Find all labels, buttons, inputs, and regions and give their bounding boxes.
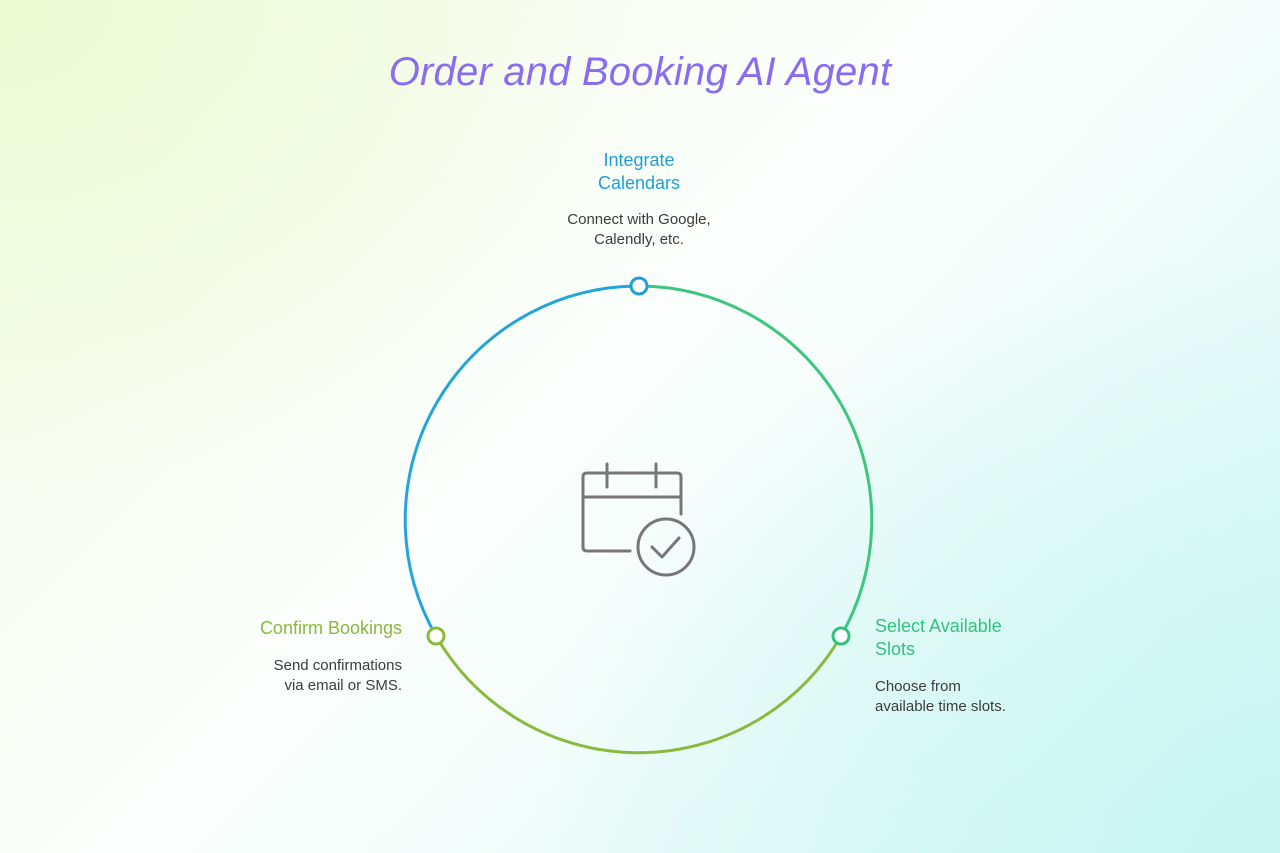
cycle-arc-select-to-confirm	[434, 635, 843, 755]
cycle-arc-confirm-to-integrate	[403, 284, 640, 637]
step-description: Send confirmations via email or SMS.	[170, 656, 402, 696]
node-integrate-calendars	[629, 276, 649, 296]
step-title-line: Slots	[875, 639, 916, 659]
step-description-line: Send confirmations	[273, 657, 402, 674]
step-description: Connect with Google, Calendly, etc.	[500, 210, 778, 250]
step-description-line: available time slots.	[875, 698, 1006, 715]
step-confirm-bookings: Confirm Bookings Send confirmations via …	[170, 617, 402, 696]
page-title: Order and Booking AI Agent	[388, 50, 892, 94]
step-description-line: via email or SMS.	[284, 677, 402, 694]
step-title: Confirm Bookings	[170, 617, 402, 640]
node-confirm-bookings	[426, 626, 446, 646]
node-select-available-slots	[831, 626, 851, 646]
step-integrate-calendars: Integrate Calendars Connect with Google,…	[500, 149, 778, 250]
step-description: Choose from available time slots.	[875, 677, 1095, 717]
step-title: Select Available Slots	[875, 615, 1095, 661]
step-title-line: Integrate	[603, 150, 675, 170]
step-description-line: Calendly, etc.	[594, 231, 684, 248]
step-title: Integrate Calendars	[500, 149, 778, 195]
calendar-check-icon	[581, 462, 696, 577]
step-select-available-slots: Select Available Slots Choose from avail…	[875, 615, 1095, 717]
step-title-line: Confirm Bookings	[259, 618, 402, 638]
step-title-line: Calendars	[597, 173, 681, 193]
step-description-line: Connect with Google,	[567, 211, 711, 228]
cycle-arc-integrate-to-select	[638, 284, 874, 637]
step-title-line: Select Available	[875, 616, 1002, 636]
step-description-line: Choose from	[875, 678, 961, 695]
